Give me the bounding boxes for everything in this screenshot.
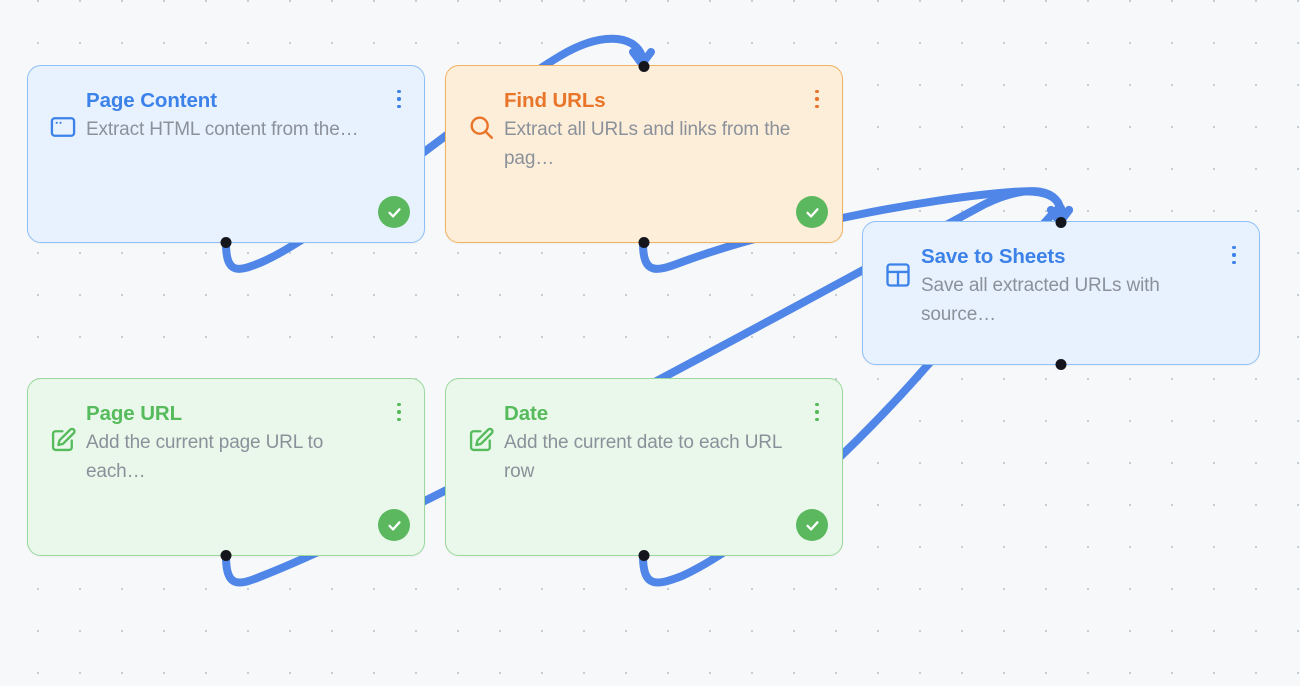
port-output[interactable] bbox=[638, 236, 650, 248]
table-grid-icon bbox=[881, 258, 915, 292]
node-menu-button[interactable] bbox=[390, 88, 408, 110]
node-page-content[interactable]: Page Content Extract HTML content from t… bbox=[27, 65, 425, 248]
node-title: Date bbox=[504, 402, 549, 425]
status-badge-success bbox=[378, 509, 410, 541]
port-output[interactable] bbox=[638, 549, 650, 561]
node-date[interactable]: Date Add the current date to each URL ro… bbox=[445, 378, 843, 561]
search-icon bbox=[464, 110, 498, 144]
node-menu-button[interactable] bbox=[808, 88, 826, 110]
node-description: Add the current date to each URL row bbox=[504, 432, 782, 482]
node-title: Page URL bbox=[86, 402, 183, 425]
port-output[interactable] bbox=[220, 236, 232, 248]
node-menu-button[interactable] bbox=[808, 401, 826, 423]
square-pen-icon bbox=[46, 423, 80, 457]
node-description: Extract HTML content from the… bbox=[86, 119, 359, 140]
node-description: Add the current page URL to each… bbox=[86, 432, 324, 482]
node-title: Save to Sheets bbox=[921, 245, 1066, 268]
square-pen-icon bbox=[464, 423, 498, 457]
node-title: Find URLs bbox=[504, 89, 606, 112]
node-menu-button[interactable] bbox=[390, 401, 408, 423]
port-output[interactable] bbox=[1055, 358, 1067, 370]
status-badge-success bbox=[796, 509, 828, 541]
node-find-urls[interactable]: Find URLs Extract all URLs and links fro… bbox=[445, 60, 843, 248]
node-description: Extract all URLs and links from the pag… bbox=[504, 119, 791, 169]
node-save-to-sheets[interactable]: Save to Sheets Save all extracted URLs w… bbox=[862, 216, 1260, 370]
status-badge-success bbox=[378, 196, 410, 228]
port-input[interactable] bbox=[638, 60, 650, 72]
port-output[interactable] bbox=[220, 549, 232, 561]
browser-window-icon bbox=[46, 110, 80, 144]
status-badge-success bbox=[796, 196, 828, 228]
node-title: Page Content bbox=[86, 89, 217, 112]
node-menu-button[interactable] bbox=[1225, 244, 1243, 266]
node-page-url[interactable]: Page URL Add the current page URL to eac… bbox=[27, 378, 425, 561]
port-input[interactable] bbox=[1055, 216, 1067, 228]
node-description: Save all extracted URLs with source… bbox=[921, 275, 1160, 325]
